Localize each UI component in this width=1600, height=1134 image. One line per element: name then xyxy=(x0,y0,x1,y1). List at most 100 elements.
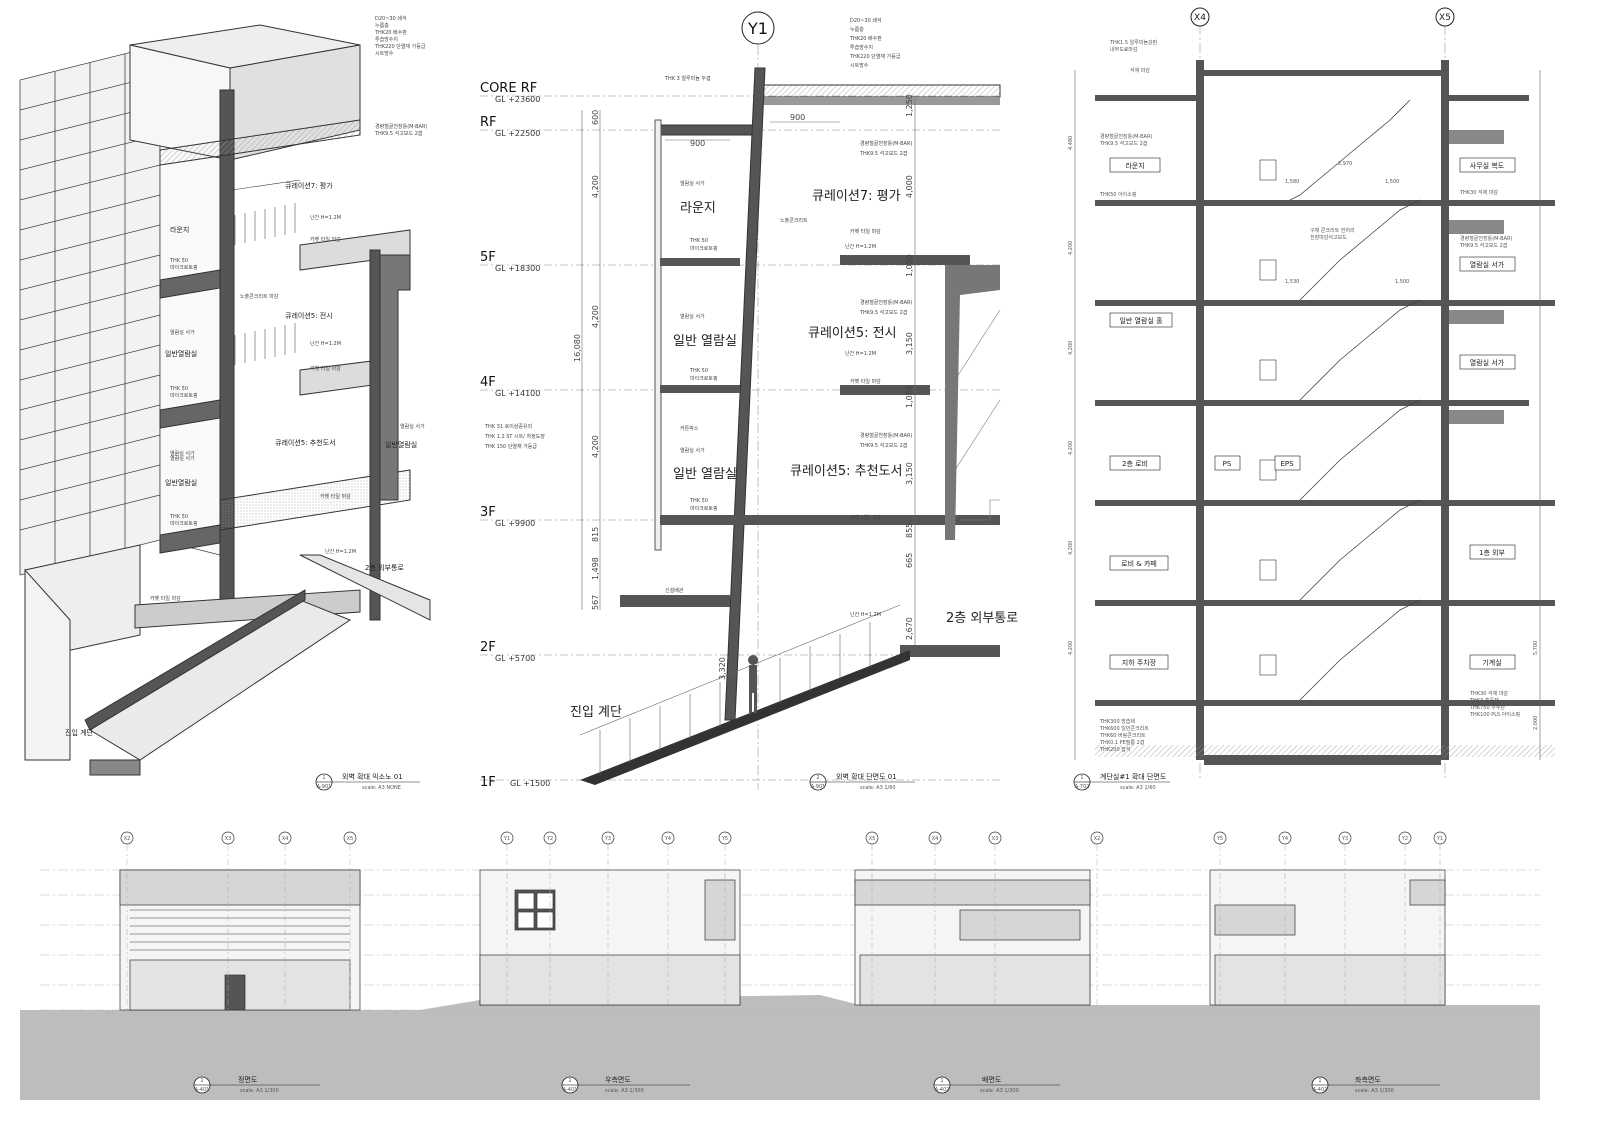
elevation-grid-label: Y4 xyxy=(1281,836,1288,842)
grid-x5: X5 xyxy=(1439,13,1451,23)
title-iso-sheet: A-901 xyxy=(317,784,332,790)
stair-room-shelf-1: 열람실 서가 xyxy=(1470,260,1505,269)
dim-v-4: 4,200 xyxy=(591,435,600,458)
stair-note-18: THK3 흡음재 xyxy=(1469,697,1499,704)
title-elev-3-text: 배면도 xyxy=(982,1075,1002,1084)
iso-note-2: 누름층 xyxy=(375,22,389,29)
iso-note-24: 난간 H=1.2M xyxy=(325,548,356,555)
title-elev-2-scale: scale: A3 1/300 xyxy=(605,1088,644,1094)
note-glass-2: THK 1.2 ST 시트/ 자정도장 xyxy=(484,433,545,440)
roof-note-2: 누름층 xyxy=(850,26,864,33)
level-rf: RF xyxy=(480,115,497,130)
elevation-grid-label: Y2 xyxy=(1401,836,1408,842)
elevation-grid-label: Y3 xyxy=(604,836,611,842)
dim-v-total: 16,080 xyxy=(573,334,582,362)
level-core-rf-gl: GL +23600 xyxy=(495,95,540,104)
stair-note-1: THK1.5 알루미늄강판 xyxy=(1109,39,1158,46)
iso-room-entry-stair: 진입 계단 xyxy=(65,728,94,737)
stair-dim-4: 4,200 xyxy=(1068,441,1074,455)
dim-v-7: 567 xyxy=(591,595,600,610)
elevation-grid-bubble xyxy=(1398,831,1412,845)
iso-note-9: 난간 H=1.2M xyxy=(310,214,341,221)
stair-room-boxes xyxy=(1109,157,1516,670)
title-elev-4-scale: scale: A3 1/300 xyxy=(1355,1088,1394,1094)
dim-h-2: 900 xyxy=(790,113,805,122)
dim-v-12: 3,150 xyxy=(905,332,914,355)
stair-note-10: 구체 콘크리트 전처리 xyxy=(1310,227,1355,234)
dim-v-6: 1,498 xyxy=(591,557,600,580)
room-curation7: 큐레이션7: 평가 xyxy=(812,189,901,204)
elevation-grid-label: X5 xyxy=(869,836,876,842)
note-carpet-3: 카펫 타일 마감 xyxy=(850,514,881,521)
iso-note-22: THK 50 xyxy=(169,514,188,520)
note-ceiling-1a: 경량철골천장틀(M-BAR) xyxy=(860,140,912,147)
elevation-grid-bubble xyxy=(865,831,879,845)
title-elev-1-num: 1 xyxy=(200,1078,203,1084)
room-reading-2: 일반 열람실 xyxy=(673,467,737,482)
stair-dim-11: 1,500 xyxy=(1385,179,1399,185)
iso-note-14: 마이크로토핑 xyxy=(170,264,198,271)
dim-v-2: 4,200 xyxy=(591,175,600,198)
elevation-grid-bubble xyxy=(1338,831,1352,845)
note-micro-2b: 마이크로토핑 xyxy=(690,375,718,382)
level-2f-gl: GL +5700 xyxy=(495,654,535,663)
stair-flights xyxy=(1289,99,1421,701)
dim-v-17: 2,670 xyxy=(905,617,914,640)
note-micro-2a: THK 50 xyxy=(689,368,708,374)
stair-note-12: THK300 방습제 xyxy=(1099,718,1135,725)
note-skylight: 신설배관 xyxy=(665,587,684,594)
stair-note-13: THK600 일반콘크리트 xyxy=(1099,725,1149,732)
roof-note-3: THK20 배수판 xyxy=(849,35,882,42)
level-3f: 3F xyxy=(480,505,496,520)
title-elev-2-num: 1 xyxy=(568,1078,571,1084)
iso-note-10: 카펫 타일 마감 xyxy=(310,236,341,243)
iso-room-reading-2: 일반열람실 xyxy=(385,440,417,449)
iso-note-11: 노출콘크리트 마감 xyxy=(240,293,279,300)
stair-note-2: 내부도료마감 xyxy=(1110,46,1138,53)
stair-note-14: THK60 버림콘크리트 xyxy=(1099,732,1146,739)
elevation-grid-label: X2 xyxy=(1094,836,1101,842)
elevation-front xyxy=(119,869,361,1011)
elevation-grid-bubble xyxy=(928,831,942,845)
note-micro-3b: 마이크로토핑 xyxy=(690,505,718,512)
title-elev-1-scale: scale: A3 1/300 xyxy=(240,1088,279,1094)
level-1f: 1F xyxy=(480,775,496,790)
note-ceiling-3a: 경량철골천장틀(M-BAR) xyxy=(860,432,912,439)
elevation-back xyxy=(854,869,1091,1006)
note-shelf-3: 열람실 서가 xyxy=(680,447,705,454)
elevation-grid-label: Y1 xyxy=(1436,836,1443,842)
level-4f: 4F xyxy=(480,375,496,390)
title-stair-num: 1 xyxy=(1080,775,1083,781)
stair-note-11: 천장마감석고보드 xyxy=(1310,234,1347,241)
room-curation5-books: 큐레이션5: 추천도서 xyxy=(790,464,902,479)
room-reading-1: 일반 열람실 xyxy=(673,334,737,349)
elevation-grid-label: Y4 xyxy=(664,836,671,842)
elevation-grid-bubble xyxy=(1213,831,1227,845)
elevation-grid-label: Y3 xyxy=(1341,836,1348,842)
note-ceiling-2a: 경량철골천장틀(M-BAR) xyxy=(860,299,912,306)
level-rf-gl: GL +22500 xyxy=(495,129,540,138)
iso-note-19: 마이크로토핑 xyxy=(170,392,198,399)
iso-note-8: THK9.5 석고보드 2겹 xyxy=(374,130,422,137)
iso-room-reading-3: 일반열람실 xyxy=(165,478,197,487)
elevation-grid-label: X3 xyxy=(992,836,999,842)
iso-room-curation5-books: 큐레이션5: 추천도서 xyxy=(275,438,336,447)
level-3f-gl: GL +9900 xyxy=(495,519,535,528)
stair-room-ps: PS xyxy=(1223,460,1232,468)
elevation-grid-bubble xyxy=(278,831,292,845)
dim-h-1: 900 xyxy=(690,139,705,148)
stair-room-cafe: 로비 & 카페 xyxy=(1121,559,1157,568)
note-shelf-1: 열람실 서가 xyxy=(680,180,705,187)
elevation-grid-bubble xyxy=(1090,831,1104,845)
title-elev-1-text: 정면도 xyxy=(238,1075,258,1084)
elevation-left xyxy=(1209,869,1446,1006)
stair-dim-13: 1,530 xyxy=(1285,279,1299,285)
elevation-grid-bubble xyxy=(543,831,557,845)
title-elev-4-num: 1 xyxy=(1318,1078,1321,1084)
stair-note-15: THK0.1 PE필름 2겹 xyxy=(1099,739,1144,746)
iso-roof xyxy=(129,24,361,611)
title-stair: 1 A-702 계단실#1 확대 단면도 scale: A3 1/60 xyxy=(1073,772,1170,791)
elevation-grid-label: Y1 xyxy=(503,836,510,842)
iso-note-26: 열람실 서가 xyxy=(170,450,195,457)
stair-room-lounge: 라운지 xyxy=(1125,161,1144,170)
